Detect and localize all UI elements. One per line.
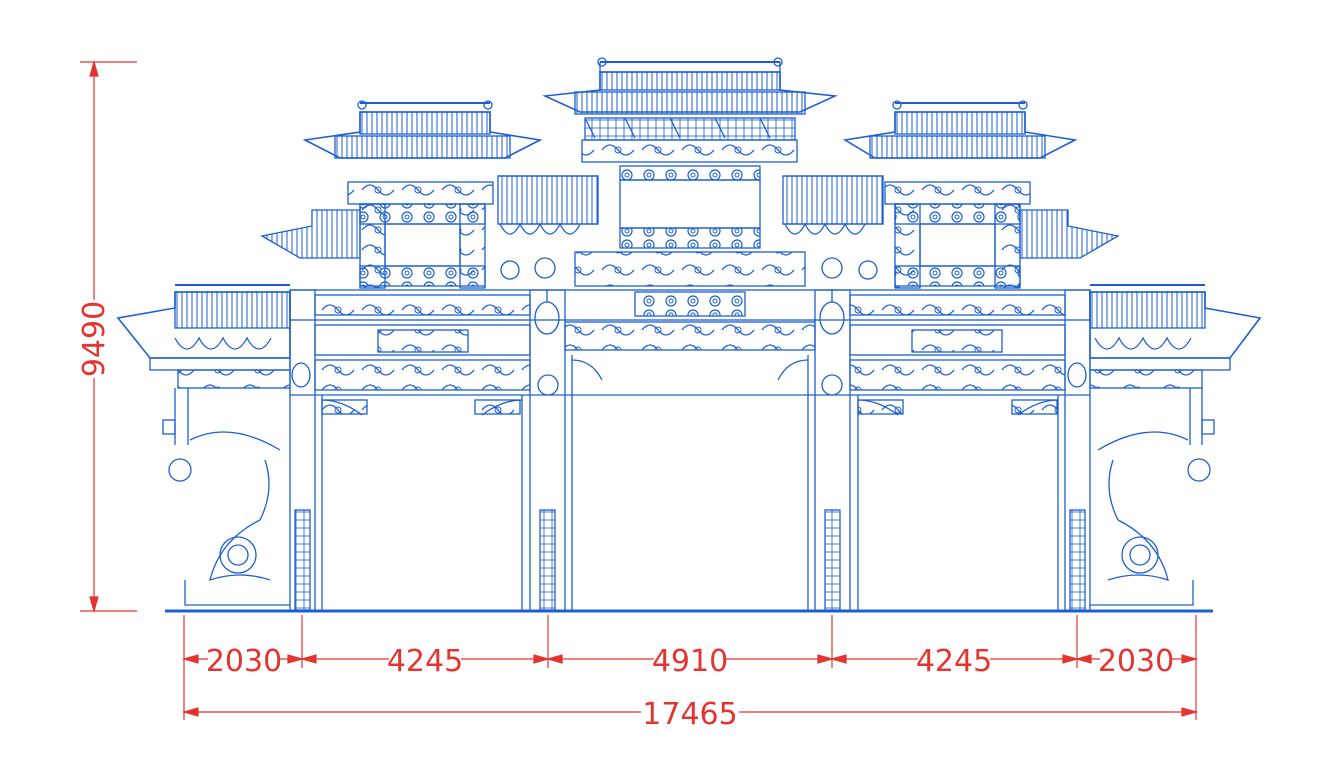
archway-structure [116,57,1262,613]
span-label-5: 2030 [1098,644,1174,679]
pillars [289,289,1091,612]
central-top-roof [542,57,838,249]
middle-small-roofs [260,175,1120,259]
outer-wing-left [162,388,290,606]
height-arrow-bottom [89,596,99,614]
span-label-1: 2030 [206,644,282,679]
span-label-3: 4910 [652,644,728,679]
height-dimension-label: 9490 [77,301,112,377]
total-arrow-left [181,707,199,717]
lanterns [291,290,1087,388]
upper-left-roof [302,100,543,289]
outer-wing-right [1090,388,1215,606]
total-arrow-right [1181,707,1199,717]
total-dimension-label: 17465 [642,697,737,732]
ornament-medallions [500,257,878,396]
span-label-2: 4245 [387,644,463,679]
main-beams [289,251,1091,396]
span-arrows [181,654,1199,664]
outer-right-roof [1089,284,1262,389]
dimension-lines: 9490 2030 4245 4910 4245 2030 [77,59,1199,732]
upper-right-roof [842,100,1078,289]
corner-brackets [321,359,1059,416]
height-arrow-top [89,59,99,77]
outer-left-roof [116,284,291,389]
span-label-4: 4245 [916,644,992,679]
